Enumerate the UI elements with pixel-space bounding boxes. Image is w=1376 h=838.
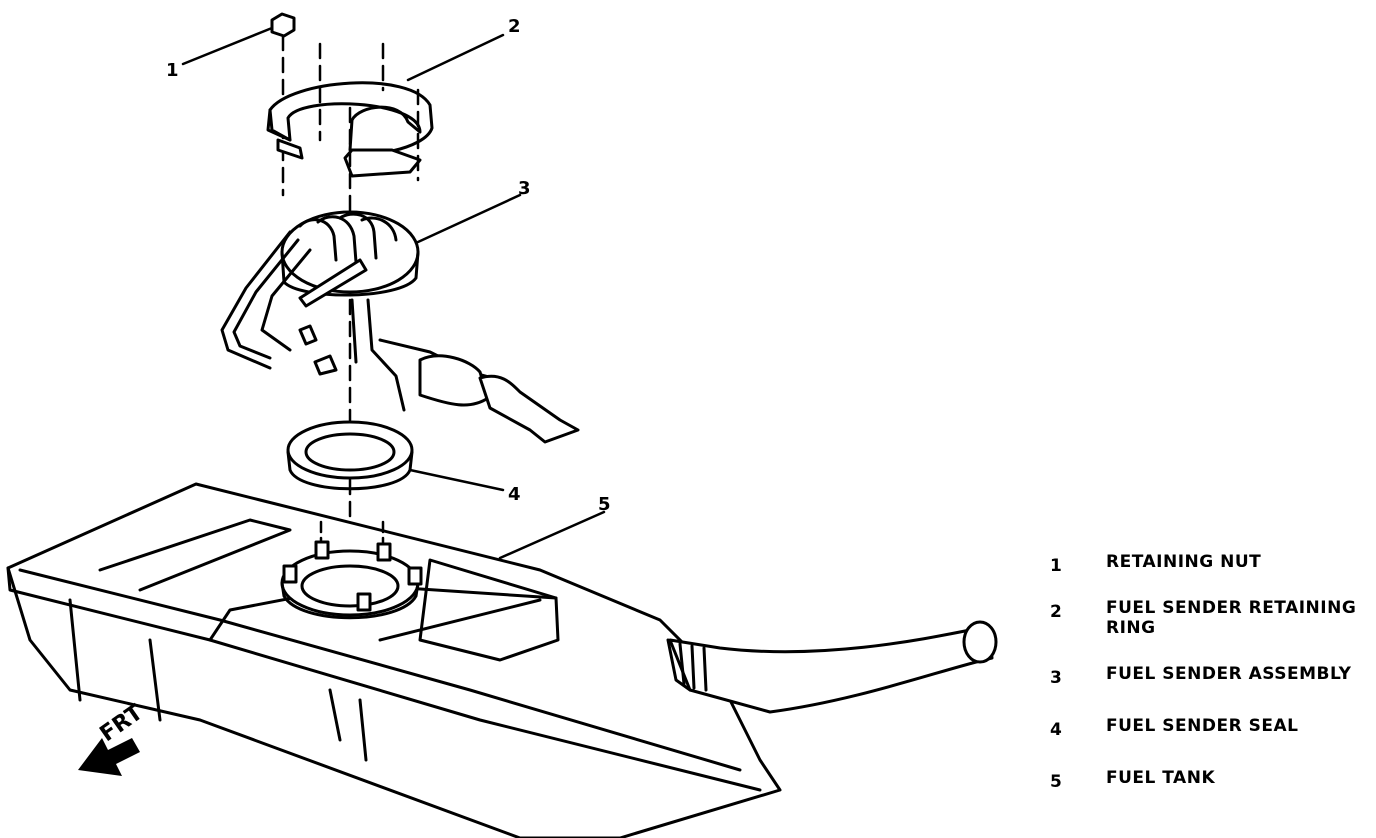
legend-item: 1 RETAINING NUT	[1050, 552, 1368, 576]
front-direction-arrow	[78, 738, 140, 776]
retaining-ring-part	[266, 33, 505, 212]
callout-5: 5	[598, 494, 611, 515]
legend-number: 1	[1050, 556, 1062, 576]
fuel-sender-seal-part	[286, 420, 505, 602]
legend-number: 3	[1050, 668, 1062, 688]
legend-text: FUEL SENDER RETAINING RING	[1106, 598, 1357, 638]
legend-text: FUEL TANK	[1106, 768, 1216, 788]
legend-number: 2	[1050, 602, 1062, 622]
fuel-sender-assembly-part	[220, 193, 580, 444]
legend-text: RETAINING NUT	[1106, 552, 1262, 572]
fuel-tank-part	[6, 482, 998, 838]
legend-number: 4	[1050, 720, 1062, 740]
callout-1: 1	[166, 60, 179, 81]
legend-text: FUEL SENDER ASSEMBLY	[1106, 664, 1352, 684]
legend-number: 5	[1050, 772, 1062, 792]
front-direction-indicator: FRT	[74, 700, 184, 782]
callout-2: 2	[508, 16, 521, 37]
legend-item: 3 FUEL SENDER ASSEMBLY	[1050, 664, 1368, 688]
legend-item: 5 FUEL TANK	[1050, 768, 1368, 792]
legend-item: 2 FUEL SENDER RETAINING RING	[1050, 598, 1368, 638]
callout-4: 4	[508, 484, 521, 505]
callout-3: 3	[518, 178, 531, 199]
legend-item: 4 FUEL SENDER SEAL	[1050, 716, 1368, 740]
legend-text: FUEL SENDER SEAL	[1106, 716, 1299, 736]
